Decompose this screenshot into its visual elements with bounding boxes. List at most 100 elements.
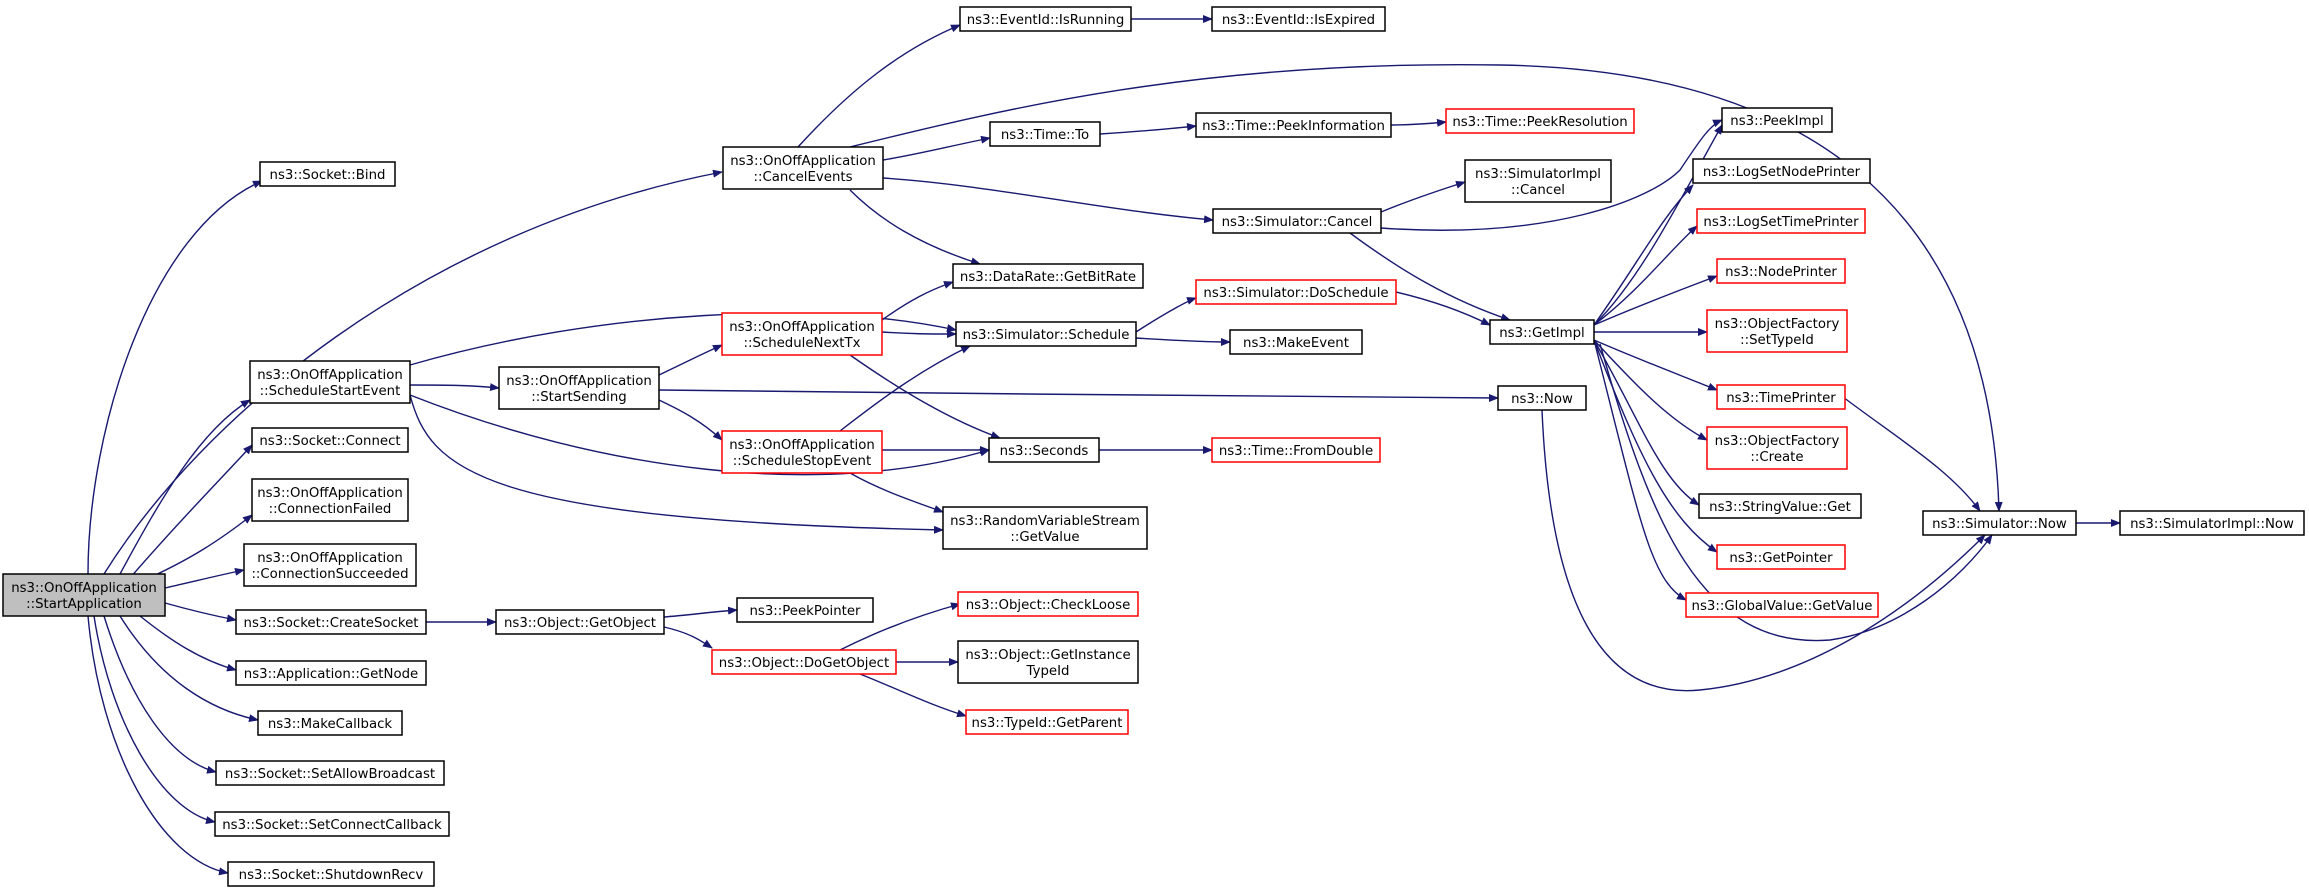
graph-node-n17[interactable]: ns3::PeekPointer [736, 597, 874, 623]
node-label: ::ConnectionSucceeded [251, 567, 408, 582]
edge-line [409, 312, 957, 366]
graph-node-n33[interactable]: ns3::Time::FromDouble [1211, 437, 1381, 463]
node-box [249, 360, 411, 404]
edge-line [1390, 118, 1447, 127]
graph-node-n18[interactable]: ns3::Object::DoGetObject [711, 649, 897, 675]
edge-line [882, 177, 1214, 224]
graph-node-n19[interactable]: ns3::EventId::IsRunning [959, 6, 1132, 32]
node-label: ns3::Time::To [1001, 128, 1089, 143]
node-label: ns3::OnOffApplication [729, 320, 875, 335]
node-box [952, 263, 1144, 289]
node-box [1685, 592, 1879, 618]
graph-node-n16[interactable]: ns3::OnOffApplication::ScheduleStopEvent [721, 430, 883, 474]
graph-node-n31[interactable]: ns3::Simulator::DoSchedule [1195, 279, 1397, 305]
graph-node-n46[interactable]: ns3::GetPointer [1716, 544, 1846, 570]
graph-node-n9[interactable]: ns3::MakeCallback [257, 710, 403, 736]
edge-n2-to-n30 [882, 177, 1214, 224]
graph-node-n12[interactable]: ns3::Socket::ShutdownRecv [227, 861, 435, 887]
edge-n29-to-n34 [1390, 118, 1447, 127]
edge-n13-to-n37 [658, 389, 1499, 402]
graph-node-n0[interactable]: ns3::OnOffApplication::StartApplication [2, 573, 166, 617]
edge-line [409, 394, 990, 476]
graph-node-n5[interactable]: ns3::OnOffApplication::ConnectionFailed [251, 478, 409, 522]
edge-line [1099, 123, 1197, 135]
graph-node-n30[interactable]: ns3::Simulator::Cancel [1212, 208, 1382, 234]
node-box [1922, 510, 2077, 536]
edge-line [839, 602, 961, 651]
edge-n15-to-n21 [881, 281, 954, 321]
graph-node-n49[interactable]: ns3::SimulatorImpl::Now [2119, 510, 2305, 536]
node-box [215, 760, 445, 786]
edge-line [797, 24, 961, 148]
graph-node-n29[interactable]: ns3::Time::PeekInformation [1195, 112, 1392, 138]
graph-node-n40[interactable]: ns3::LogSetTimePrinter [1696, 208, 1866, 234]
graph-node-n45[interactable]: ns3::StringValue::Get [1698, 493, 1862, 519]
graph-node-n44[interactable]: ns3::ObjectFactory::Create [1706, 426, 1848, 470]
edge-n36-to-n48 [1599, 343, 1993, 642]
node-label: ns3::Socket::CreateSocket [244, 616, 419, 631]
edge-n3-to-n24 [409, 394, 944, 534]
graph-node-n4[interactable]: ns3::Socket::Connect [251, 427, 409, 453]
graph-node-n42[interactable]: ns3::ObjectFactory::SetTypeId [1706, 309, 1848, 353]
graph-node-n11[interactable]: ns3::Socket::SetConnectCallback [214, 811, 450, 837]
graph-node-n48[interactable]: ns3::Simulator::Now [1922, 510, 2077, 536]
edge-line [1593, 339, 1708, 441]
graph-node-n28[interactable]: ns3::EventId::IsExpired [1211, 6, 1386, 32]
graph-node-n34[interactable]: ns3::Time::PeekResolution [1445, 108, 1635, 134]
node-label: ns3::Time::PeekInformation [1202, 119, 1385, 134]
node-label: ns3::ObjectFactory [1715, 434, 1840, 449]
graph-node-n6[interactable]: ns3::OnOffApplication::ConnectionSucceed… [243, 543, 417, 587]
graph-node-n22[interactable]: ns3::Simulator::Schedule [955, 321, 1137, 347]
graph-node-n8[interactable]: ns3::Application::GetNode [235, 660, 427, 686]
edge-line [839, 345, 971, 432]
graph-node-n20[interactable]: ns3::Time::To [989, 121, 1101, 147]
graph-node-n23[interactable]: ns3::Seconds [988, 437, 1100, 463]
node-box [214, 811, 450, 837]
graph-node-n21[interactable]: ns3::DataRate::GetBitRate [952, 263, 1144, 289]
graph-node-n39[interactable]: ns3::LogSetNodePrinter [1692, 158, 1871, 184]
graph-node-n15[interactable]: ns3::OnOffApplication::ScheduleNextTx [721, 312, 883, 356]
edge-n3-to-n22 [409, 312, 957, 366]
node-box [495, 609, 665, 635]
edge-n43-to-n48 [1842, 396, 1981, 512]
graph-node-n38[interactable]: ns3::PeekImpl [1721, 107, 1833, 133]
edge-n18-to-n25 [839, 602, 961, 651]
graph-node-n32[interactable]: ns3::MakeEvent [1229, 329, 1363, 355]
node-box [1716, 384, 1846, 410]
edge-line [103, 615, 217, 774]
node-label: ns3::SimulatorImpl [1475, 167, 1601, 182]
node-box [235, 660, 427, 686]
graph-node-n47[interactable]: ns3::GlobalValue::GetValue [1685, 592, 1879, 618]
node-box [1716, 544, 1846, 570]
edge-line [882, 135, 991, 161]
graph-node-n35[interactable]: ns3::SimulatorImpl::Cancel [1464, 159, 1612, 203]
node-box [1489, 319, 1595, 345]
graph-node-n24[interactable]: ns3::RandomVariableStream::GetValue [942, 506, 1148, 550]
node-label: ns3::MakeCallback [268, 717, 393, 732]
graph-node-n3[interactable]: ns3::OnOffApplication::ScheduleStartEven… [249, 360, 411, 404]
graph-node-n1[interactable]: ns3::Socket::Bind [259, 161, 396, 187]
graph-node-n7[interactable]: ns3::Socket::CreateSocket [235, 609, 427, 635]
graph-node-n13[interactable]: ns3::OnOffApplication::StartSending [498, 366, 660, 410]
node-box [235, 609, 427, 635]
node-box [1211, 6, 1386, 32]
graph-node-n2[interactable]: ns3::OnOffApplication::CancelEvents [722, 146, 884, 190]
graph-node-n36[interactable]: ns3::GetImpl [1489, 319, 1595, 345]
graph-node-n10[interactable]: ns3::Socket::SetAllowBroadcast [215, 760, 445, 786]
graph-node-n41[interactable]: ns3::NodePrinter [1716, 258, 1846, 284]
edge-line [1842, 396, 1981, 512]
node-label: ns3::TimePrinter [1726, 391, 1836, 406]
node-label: ns3::Object::GetObject [504, 616, 656, 631]
graph-node-n43[interactable]: ns3::TimePrinter [1716, 384, 1846, 410]
edge-line [1395, 291, 1491, 326]
graph-node-n25[interactable]: ns3::Object::CheckLoose [957, 591, 1139, 617]
edge-line [1593, 225, 1698, 326]
node-label: ::SetTypeId [1740, 333, 1814, 348]
node-box [243, 543, 417, 587]
edge-line [119, 399, 251, 575]
graph-node-n37[interactable]: ns3::Now [1497, 385, 1587, 411]
graph-node-n27[interactable]: ns3::TypeId::GetParent [965, 709, 1129, 735]
graph-node-n14[interactable]: ns3::Object::GetObject [495, 609, 665, 635]
node-label: ns3::StringValue::Get [1709, 500, 1851, 515]
